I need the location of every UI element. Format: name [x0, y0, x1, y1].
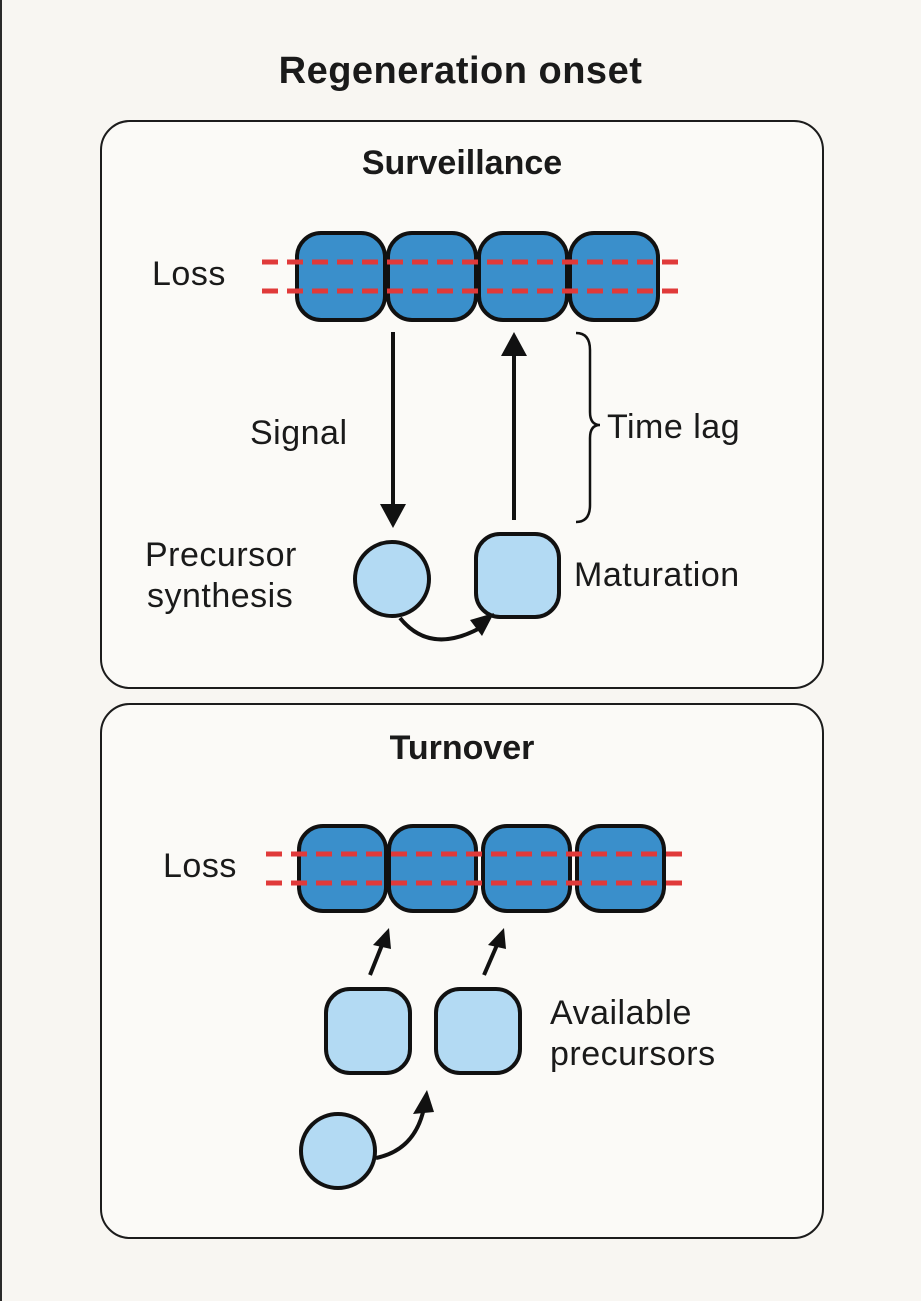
- replacement-arrowhead: [488, 928, 506, 949]
- available-precursor-cell: [434, 987, 522, 1075]
- stem-to-precursor-arrowhead: [413, 1090, 434, 1114]
- signal-label: Signal: [250, 414, 348, 452]
- precursor-to-maturation-arrowhead: [470, 613, 494, 636]
- signal-arrowhead: [380, 504, 406, 528]
- turnover-panel: Turnover: [100, 703, 824, 1239]
- maturation-label: Maturation: [574, 556, 740, 594]
- available-precursors-label-line2: precursors: [550, 1035, 716, 1073]
- tissue-cell: [477, 231, 569, 322]
- tissue-cell: [575, 824, 666, 913]
- precursor-cell: [353, 540, 431, 618]
- stem-cell: [299, 1112, 377, 1190]
- turnover-tissue-layer: [297, 824, 666, 913]
- tissue-cell: [481, 824, 572, 913]
- precursor-synthesis-label-line2: synthesis: [147, 577, 294, 615]
- available-precursors-label-line1: Available: [550, 994, 692, 1032]
- tissue-cell: [297, 824, 388, 913]
- tissue-cell: [387, 824, 478, 913]
- surveillance-loss-label: Loss: [152, 255, 226, 293]
- page-left-edge: [0, 0, 2, 1301]
- replacement-arrow: [482, 944, 499, 976]
- time-lag-brace: [575, 331, 601, 524]
- time-lag-label: Time lag: [607, 408, 741, 446]
- stem-to-precursor-arrow: [375, 1107, 426, 1160]
- page-title: Regeneration onset: [278, 50, 643, 92]
- surveillance-panel: Surveillance: [100, 120, 824, 689]
- maturation-arrowhead: [501, 332, 527, 356]
- available-precursor-cell: [324, 987, 412, 1075]
- surveillance-title: Surveillance: [361, 144, 563, 182]
- turnover-loss-label: Loss: [163, 847, 237, 885]
- turnover-loss-lines: [266, 851, 690, 886]
- surveillance-loss-lines: [262, 259, 684, 294]
- turnover-title: Turnover: [389, 729, 535, 767]
- maturing-cell: [474, 532, 561, 619]
- surveillance-tissue-layer: [295, 231, 660, 322]
- tissue-cell: [568, 231, 660, 322]
- replacement-arrowhead: [373, 928, 391, 949]
- precursor-to-maturation-arrow: [398, 616, 481, 642]
- tissue-cell: [295, 231, 387, 322]
- precursor-synthesis-label-line1: Precursor: [145, 536, 297, 574]
- tissue-cell: [386, 231, 478, 322]
- replacement-arrow: [368, 944, 384, 976]
